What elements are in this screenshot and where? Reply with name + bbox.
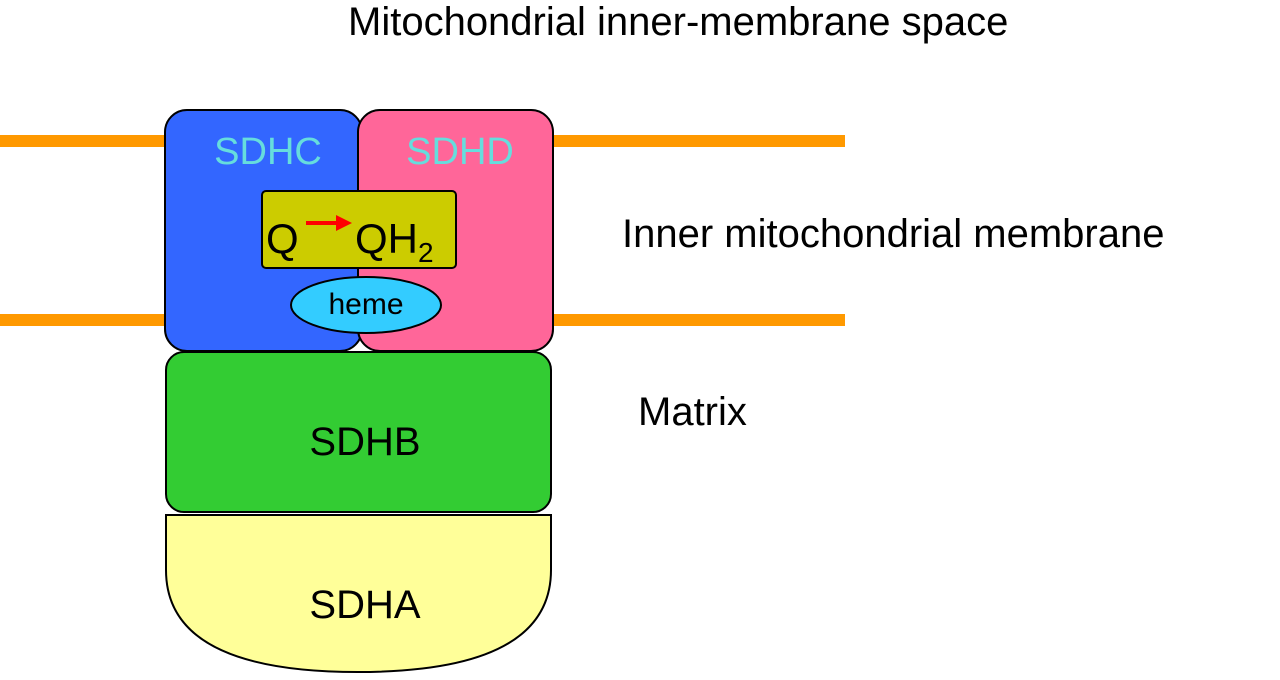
inner-membrane-label: Inner mitochondrial membrane (622, 212, 1164, 256)
heme-group (290, 276, 442, 334)
quinol-label: QH2 (355, 215, 434, 268)
matrix-label: Matrix (638, 390, 747, 434)
sdhb-label: SDHB (309, 420, 420, 464)
membrane-lines (0, 135, 845, 326)
quinol-main-text: QH (355, 215, 418, 262)
heme-label: heme (328, 288, 403, 321)
quinol-subscript: 2 (418, 237, 434, 268)
quinone-site-box (261, 190, 457, 269)
reduction-arrow-icon (306, 215, 352, 231)
intermembrane-space-label: Mitochondrial inner-membrane space (348, 0, 1008, 44)
sdhc-label: SDHC (214, 131, 322, 173)
sdhd-label: SDHD (406, 131, 514, 173)
sdha-subunit (165, 514, 552, 674)
sdha-label: SDHA (309, 583, 420, 627)
sdhb-subunit (165, 351, 552, 513)
quinone-label: Q (266, 215, 299, 262)
